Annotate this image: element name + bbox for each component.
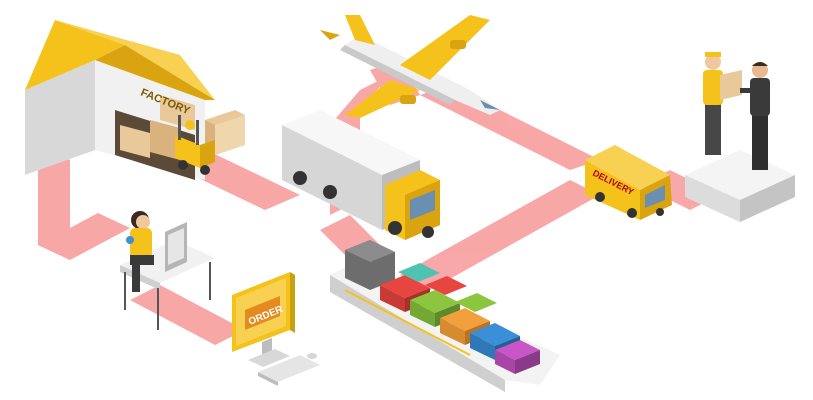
operator-icon bbox=[120, 211, 215, 330]
forklift-icon bbox=[175, 115, 215, 175]
factory-icon: FACTORY bbox=[25, 20, 215, 180]
airplane-icon bbox=[320, 15, 500, 118]
courier-figure bbox=[703, 52, 742, 155]
delivery-van-icon: DELIVERY bbox=[585, 145, 672, 220]
computer-order-icon: ORDER bbox=[232, 272, 320, 386]
cargo-ship-icon bbox=[330, 240, 560, 392]
truck-icon bbox=[282, 110, 440, 240]
customer-handoff-icon bbox=[685, 52, 795, 222]
ship-containers bbox=[380, 263, 540, 374]
customer-figure bbox=[740, 62, 770, 170]
